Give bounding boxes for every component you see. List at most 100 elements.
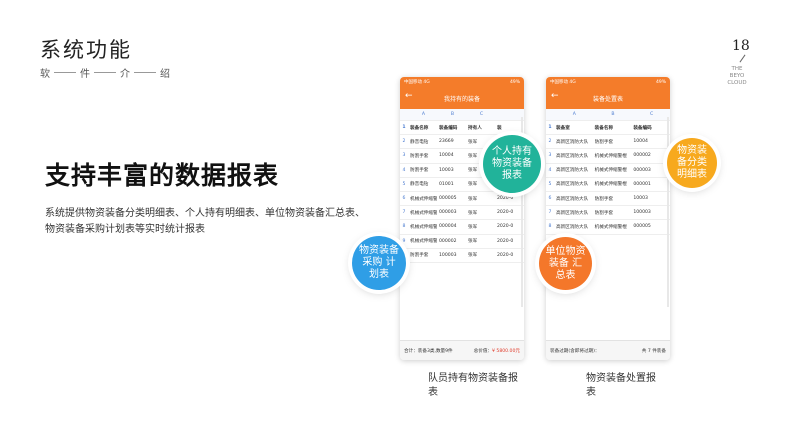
status-bar: 中国移动 4G 49% (400, 77, 524, 87)
table-cell: 机械式伸缩警棍 (408, 234, 437, 249)
section-description: 系统提供物资装备分类明细表、个人持有明细表、单位物资装备汇总表、物资装备采购计划… (45, 208, 365, 235)
table-cell: 000002 (437, 234, 466, 249)
row-number: 2 (546, 134, 554, 150)
table-cell: 装备编码 (437, 120, 466, 136)
row-number: 3 (546, 148, 554, 164)
table-cell: 10004 (437, 148, 466, 164)
table-cell: 防割手套 (592, 205, 632, 221)
column-letter: A (408, 109, 437, 121)
table-cell: 01001 (437, 177, 466, 192)
column-letter: C (466, 109, 495, 121)
table-cell: 高新区消防大队 (554, 219, 593, 235)
table-cell: 机械式伸缩警棍 (408, 219, 437, 235)
row-number: 2 (400, 134, 408, 150)
table-cell: 机械式伸缩警棍 (592, 163, 632, 178)
column-letter: A (554, 109, 593, 121)
table-cell: 装备编码 (631, 120, 670, 136)
brand-logo-text: THE BEYO CLOUD (726, 66, 748, 87)
table-cell: 10004 (631, 134, 670, 150)
row-number: 6 (400, 191, 408, 207)
row-number: 7 (400, 205, 408, 221)
table-cell: 10003 (437, 163, 466, 178)
report-footer: 装备过期(含即将过期)： 共 7 件装备 (546, 340, 670, 360)
subtitle-divider (134, 72, 156, 73)
table-cell: 装 (495, 120, 524, 136)
row-number: 3 (400, 148, 408, 164)
table-cell: 装备室 (554, 120, 593, 136)
table-cell: 000005 (437, 191, 466, 207)
badge-category-detail-report: 物资装备分类 明细表 (667, 138, 717, 188)
table-cell: 静音电钻 (408, 177, 437, 192)
footer-summary: 装备过期(含即将过期)： (550, 348, 600, 354)
scrollbar[interactable] (667, 117, 669, 307)
table-cell: 2020-0 (495, 248, 524, 263)
table-cell: 机械式伸缩警棍 (592, 148, 632, 164)
table-row: 8机械式伸缩警棍000004张军2020-0 (400, 219, 524, 235)
row-number: 1 (546, 120, 554, 136)
page-number-slash (739, 54, 746, 63)
table-cell: 防割手套 (592, 191, 632, 207)
footer-total-value: ¥ 5800.00元 (492, 348, 520, 354)
subtitle-char: 介 (120, 69, 130, 80)
row-number: 5 (546, 177, 554, 192)
table-cell: 张军 (466, 191, 495, 207)
brand-line: CLOUD (727, 80, 747, 86)
table-cell: 张军 (466, 234, 495, 249)
subtitle-char: 绍 (160, 69, 170, 80)
footer-total: 总价值：¥ 5800.00元 (474, 348, 520, 354)
table-cell: 机械式伸缩警棍 (408, 205, 437, 221)
page-title: 系统功能 (40, 38, 132, 62)
table-cell: 高新区消防大队 (554, 163, 593, 178)
brand-line: THE (731, 66, 743, 72)
row-number: 9 (400, 234, 408, 249)
caption-phone2: 物资装备处置报表 (586, 373, 656, 398)
table-cell: 高新区消防大队 (554, 191, 593, 207)
table-row: 10防割手套100003张军2020-0 (400, 248, 524, 263)
table-row: 7机械式伸缩警棍000003张军2020-0 (400, 205, 524, 221)
back-arrow-icon[interactable]: ← (405, 91, 413, 101)
table-cell: 000005 (631, 219, 670, 235)
column-letter: B (437, 109, 466, 121)
app-bar-title: 我持有的装备 (443, 95, 480, 103)
table-cell: 2020-0 (495, 205, 524, 221)
table-cell: 机械式伸缩警棍 (408, 191, 437, 207)
row-number: 8 (400, 219, 408, 235)
column-letter (495, 109, 524, 121)
table-cell: 2020-0 (495, 191, 524, 207)
footer-summary: 合计：装备3类,数量9件 (404, 348, 453, 354)
table-cell: 2020-0 (495, 234, 524, 249)
row-number: 1 (400, 120, 408, 136)
table-cell: 防割手套 (408, 163, 437, 178)
table-cell: 装备名称 (592, 120, 632, 136)
table-cell: 000001 (631, 177, 670, 192)
report-footer: 合计：装备3类,数量9件 总价值：¥ 5800.00元 (400, 340, 524, 360)
table-cell: 防割手套 (408, 248, 437, 263)
table-cell: 静音电钻 (408, 134, 437, 150)
table-cell: 000003 (631, 163, 670, 178)
table-cell: 100003 (437, 248, 466, 263)
table-cell: 防割手套 (408, 148, 437, 164)
scrollbar[interactable] (521, 117, 523, 307)
table-cell: 000003 (437, 205, 466, 221)
column-letter: C (631, 109, 670, 121)
table-cell: 防割手套 (592, 134, 632, 150)
table-cell: 张军 (466, 205, 495, 221)
brand-line: BEYO (729, 73, 745, 79)
row-number: 4 (546, 163, 554, 178)
row-number: 4 (400, 163, 408, 178)
back-arrow-icon[interactable]: ← (551, 91, 559, 101)
table-cell: 2020-0 (495, 219, 524, 235)
